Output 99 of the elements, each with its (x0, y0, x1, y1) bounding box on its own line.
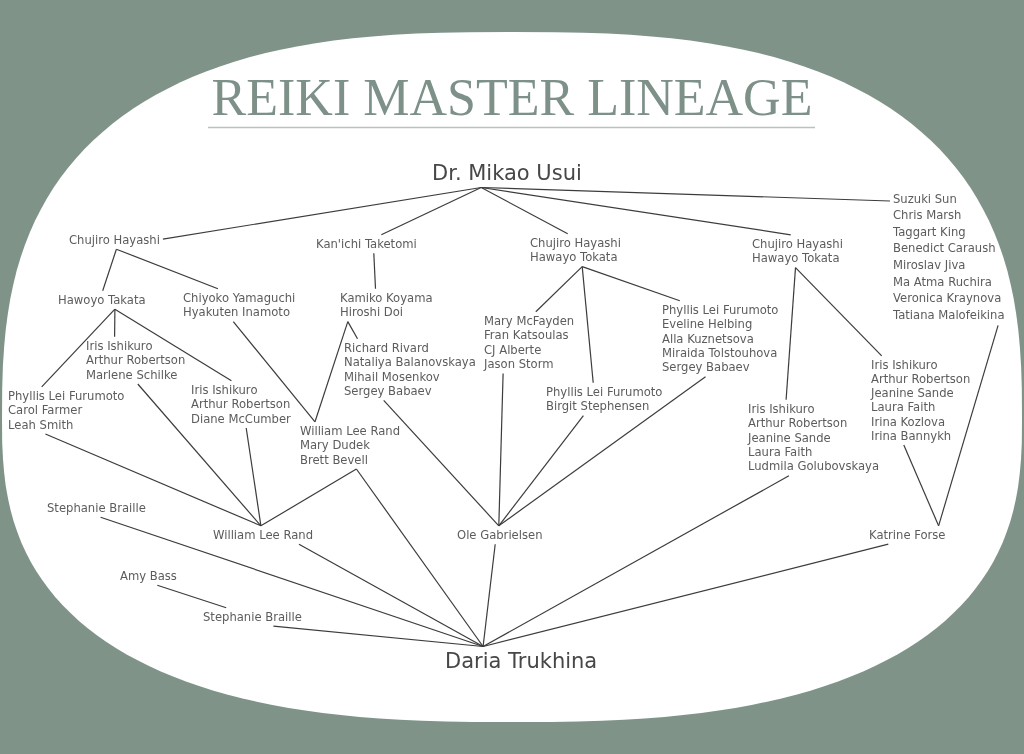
connector-line (355, 468, 484, 648)
connector-line (480, 186, 891, 202)
connector-line (245, 427, 262, 527)
person-name: Alla Kuznetsova (662, 331, 755, 346)
person-name: Chujiro Hayashi (530, 235, 621, 251)
connector-line (480, 186, 792, 236)
person-name: CJ Alberte (484, 342, 543, 357)
person-name: Miroslav Jiva (893, 257, 967, 274)
person-name: Hiroshi Doi (340, 305, 405, 320)
person-name: Irina Kozlova (871, 414, 947, 429)
person-name: Hawayo Tokata (530, 250, 619, 265)
connector-line (482, 475, 790, 648)
person-name: Veronica Kraynova (893, 290, 1003, 307)
person-name: Ludmila Golubovskaya (748, 459, 880, 474)
connector-line (581, 266, 594, 384)
person-name: Sergey Babaev (662, 360, 751, 375)
person-name: Hyakuten Inamoto (183, 305, 291, 320)
person-name: Mary Dudek (300, 438, 371, 453)
connector-line (903, 444, 940, 527)
person-name: Brett Bevell (300, 452, 369, 467)
connector-line (498, 376, 707, 527)
person-name: William Lee Rand (210, 525, 316, 545)
connector-line (162, 186, 482, 240)
person-name: Jeanine Sande (871, 386, 955, 401)
person-name: Eveline Helbing (662, 317, 754, 332)
connector-line (785, 267, 797, 401)
person-name: Laura Faith (871, 400, 937, 415)
person-name: Irina Bannykh (871, 428, 953, 443)
person-name: Richard Rivard (344, 340, 430, 356)
person-name: Chujiro Hayashi (66, 230, 163, 250)
person-name: Arthur Robertson (871, 372, 971, 387)
connector-line (380, 186, 482, 236)
connector-line (794, 267, 883, 357)
person-name: Laura Faith (748, 445, 814, 460)
connector-line (535, 266, 583, 313)
person-name: Suzuki Sun (893, 190, 958, 208)
connector-line (114, 308, 116, 338)
connector-line (44, 433, 262, 527)
person-name: Iris Ishikuro (871, 357, 939, 372)
connector-line (314, 321, 349, 423)
connector-line (298, 543, 484, 648)
connector-line (41, 308, 116, 388)
person-name: Stephanie Braille (44, 498, 149, 518)
connector-line (480, 186, 569, 235)
person-name: Kan'ichi Taketomi (313, 234, 420, 254)
person-name: Birgit Stephensen (546, 399, 651, 414)
connector-line (156, 584, 227, 609)
person-name: Iris Ishikuro (86, 338, 154, 354)
person-name: Jason Storm (484, 357, 555, 372)
connector-line (373, 252, 377, 290)
person-name: Ma Atma Ruchira (893, 273, 993, 291)
person-name: Sergey Babaev (344, 384, 433, 399)
person-name: Mary McFayden (484, 313, 575, 329)
person-name: Arthur Robertson (191, 397, 291, 412)
person-name: Hawayo Tokata (752, 251, 841, 266)
person-name: William Lee Rand (300, 423, 400, 439)
person-name: Tatiana Malofeikina (893, 306, 1005, 324)
connector-line (383, 399, 500, 527)
person-name: Phyllis Lei Furumoto (8, 388, 125, 404)
person-name: Diane McCumber (191, 411, 291, 426)
person-name: Phyllis Lei Furumoto (662, 302, 779, 318)
title: REIKI MASTER LINEAGE (211, 72, 813, 124)
person-name: Miraida Tolstouhova (662, 346, 779, 361)
connector-line (137, 383, 262, 527)
person-name: Katrine Forse (866, 525, 949, 545)
connector-line (102, 248, 117, 292)
person-name: Carol Farmer (8, 403, 84, 418)
person-name: Kamiko Koyama (340, 290, 433, 306)
connector-line (482, 543, 889, 648)
person-name: Dr. Mikao Usui (429, 158, 585, 188)
person-name: Chris Marsh (893, 207, 963, 224)
person-name: Fran Katsoulas (484, 328, 570, 343)
connector-line (498, 372, 504, 527)
person-name: Amy Bass (117, 566, 180, 586)
person-name: Ole Gabrielsen (454, 525, 546, 545)
person-name: Mihail Mosenkov (344, 369, 441, 384)
connector-line (114, 308, 232, 382)
connector-line (581, 266, 681, 302)
person-name: Nataliya Balanovskaya (344, 355, 476, 370)
person-name: Chiyoko Yamaguchi (183, 290, 296, 306)
connector-line (272, 625, 484, 648)
person-name: Chujiro Hayashi (752, 236, 843, 252)
connector-line (232, 321, 316, 423)
connector-line (115, 248, 219, 290)
connector-line (347, 321, 359, 340)
person-name: Taggart King (893, 223, 967, 241)
person-name: Stephanie Braille (200, 607, 305, 627)
person-name: Iris Ishikuro (191, 382, 259, 398)
person-name: Arthur Robertson (86, 353, 186, 368)
person-name: Leah Smith (8, 417, 75, 432)
person-name: Marlene Schilke (86, 367, 179, 382)
connector-line (498, 415, 584, 527)
connector-line (260, 468, 357, 527)
person-name: Phyllis Lei Furumoto (546, 384, 663, 400)
person-name: Hawoyo Takata (55, 290, 149, 310)
person-name: Benedict Caraush (893, 240, 997, 258)
connector-line (938, 324, 999, 527)
connector-line (482, 543, 496, 648)
person-name: Daria Trukhina (442, 646, 601, 676)
